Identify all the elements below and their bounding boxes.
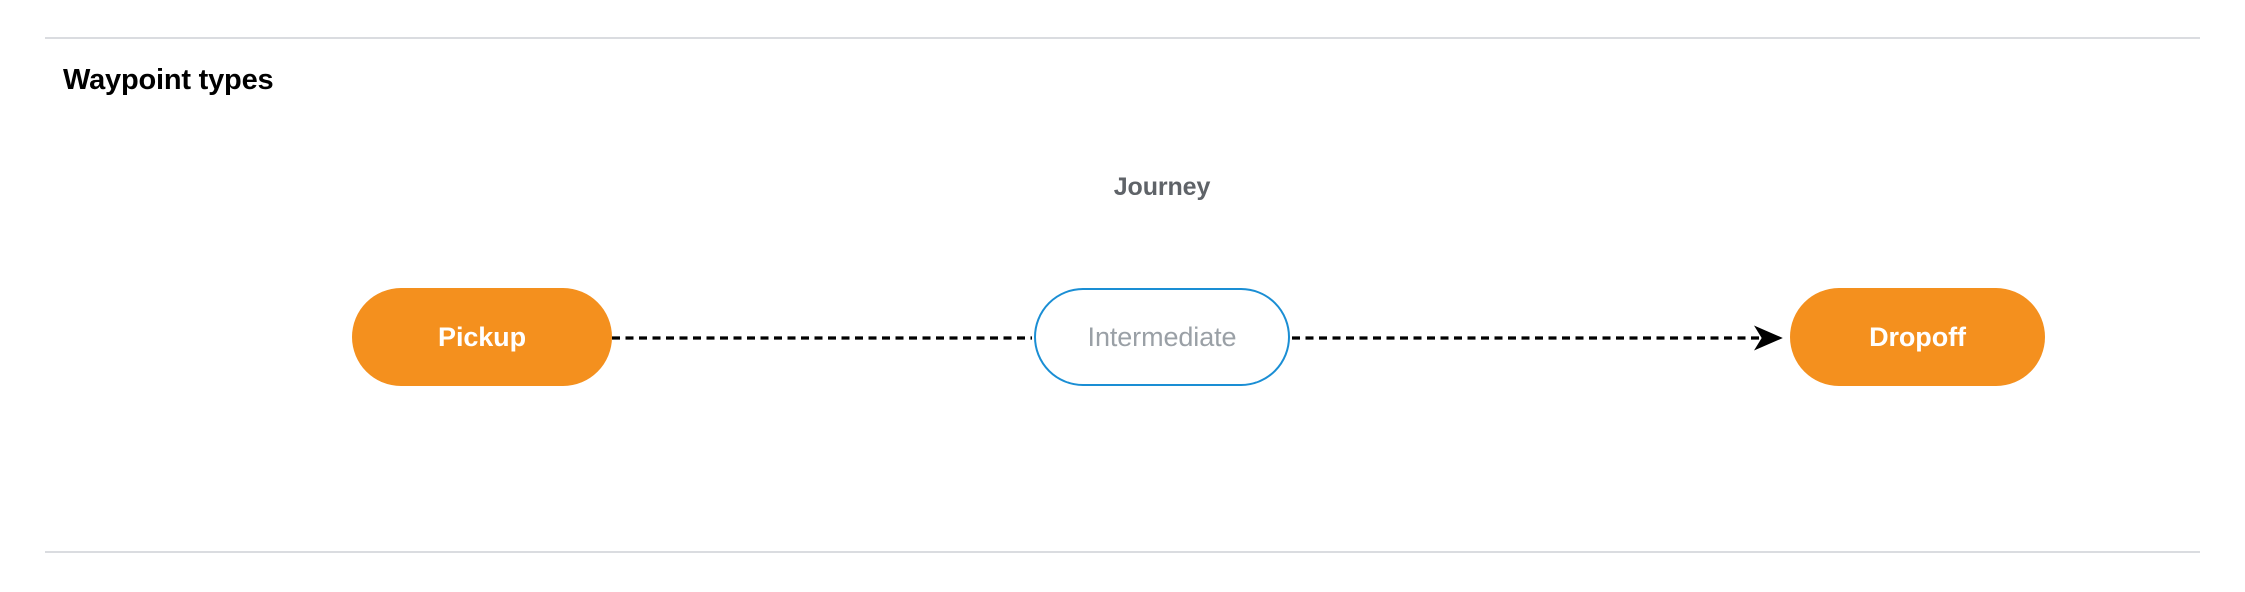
- node-dropoff[interactable]: Dropoff: [1790, 288, 2045, 386]
- page-title: Waypoint types: [63, 64, 274, 96]
- journey-group-label: Journey: [1113, 173, 1211, 201]
- section-divider-top: [45, 37, 2200, 39]
- node-pickup[interactable]: Pickup: [352, 288, 612, 386]
- node-intermediate[interactable]: Intermediate: [1034, 288, 1290, 386]
- section-divider-bottom: [45, 551, 2200, 553]
